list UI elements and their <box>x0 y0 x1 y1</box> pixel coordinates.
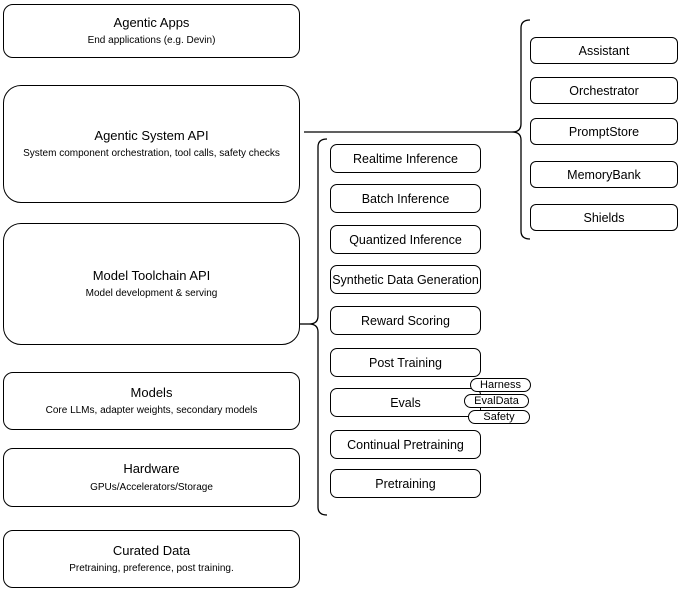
node-title: Agentic System API <box>94 127 209 143</box>
eval-tag-safety: Safety <box>468 410 530 424</box>
toolchain-item-pretraining: Pretraining <box>330 469 481 498</box>
node-subtitle: End applications (e.g. Devin) <box>87 35 216 47</box>
toolchain-item-synthetic-data-generation: Synthetic Data Generation <box>330 265 481 294</box>
node-subtitle: GPUs/Accelerators/Storage <box>90 481 213 493</box>
brace-system-components <box>511 19 531 240</box>
node-title: Hardware <box>123 461 180 477</box>
node-title: Models <box>130 384 173 400</box>
node-subtitle: Model development & serving <box>85 288 218 300</box>
toolchain-item-evals: Evals <box>330 388 481 417</box>
toolchain-item-realtime-inference: Realtime Inference <box>330 144 481 173</box>
node-title: Agentic Apps <box>113 14 190 30</box>
toolchain-item-quantized-inference: Quantized Inference <box>330 225 481 254</box>
node-model-toolchain-api: Model Toolchain API Model development & … <box>3 223 300 345</box>
node-agentic-system-api: Agentic System API System component orch… <box>3 85 300 203</box>
node-subtitle: Pretraining, preference, post training. <box>69 563 234 575</box>
toolchain-item-batch-inference: Batch Inference <box>330 184 481 213</box>
eval-tag-harness: Harness <box>470 378 531 392</box>
toolchain-item-continual-pretraining: Continual Pretraining <box>330 430 481 459</box>
component-orchestrator: Orchestrator <box>530 77 678 104</box>
toolchain-item-post-training: Post Training <box>330 348 481 377</box>
component-promptstore: PromptStore <box>530 118 678 145</box>
toolchain-item-reward-scoring: Reward Scoring <box>330 306 481 335</box>
node-models: Models Core LLMs, adapter weights, secon… <box>3 372 300 430</box>
node-subtitle: System component orchestration, tool cal… <box>23 148 280 160</box>
component-shields: Shields <box>530 204 678 231</box>
node-agentic-apps: Agentic Apps End applications (e.g. Devi… <box>3 4 300 58</box>
node-title: Curated Data <box>112 542 191 558</box>
eval-tag-evaldata: EvalData <box>464 394 529 408</box>
node-hardware: Hardware GPUs/Accelerators/Storage <box>3 448 300 507</box>
component-assistant: Assistant <box>530 37 678 64</box>
node-curated-data: Curated Data Pretraining, preference, po… <box>3 530 300 588</box>
node-subtitle: Core LLMs, adapter weights, secondary mo… <box>45 405 258 417</box>
brace-toolchain-items <box>308 138 328 516</box>
component-memorybank: MemoryBank <box>530 161 678 188</box>
node-title: Model Toolchain API <box>92 267 211 283</box>
